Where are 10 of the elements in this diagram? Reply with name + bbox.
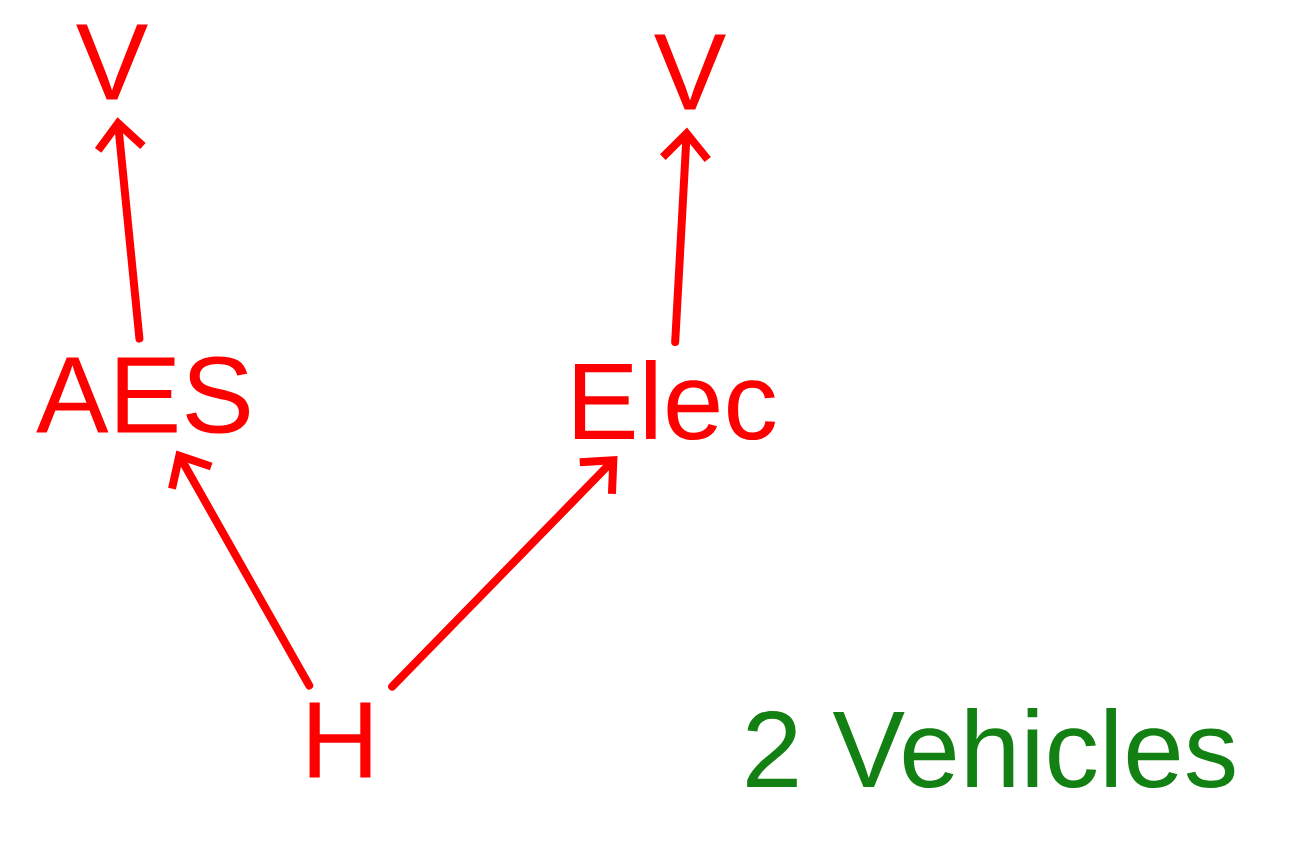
arrow bbox=[660, 127, 711, 347]
arrow bbox=[168, 450, 314, 690]
handwritten-word: Elec bbox=[574, 360, 776, 440]
handwritten-word: AES bbox=[36, 356, 249, 434]
arrow bbox=[94, 117, 146, 343]
handwritten-note: 2 Vehicles bbox=[747, 708, 1235, 788]
arrow bbox=[388, 455, 618, 691]
handwritten-word: H bbox=[309, 702, 371, 778]
handwritten-word: V bbox=[654, 34, 726, 110]
handwritten-word: V bbox=[76, 24, 148, 100]
